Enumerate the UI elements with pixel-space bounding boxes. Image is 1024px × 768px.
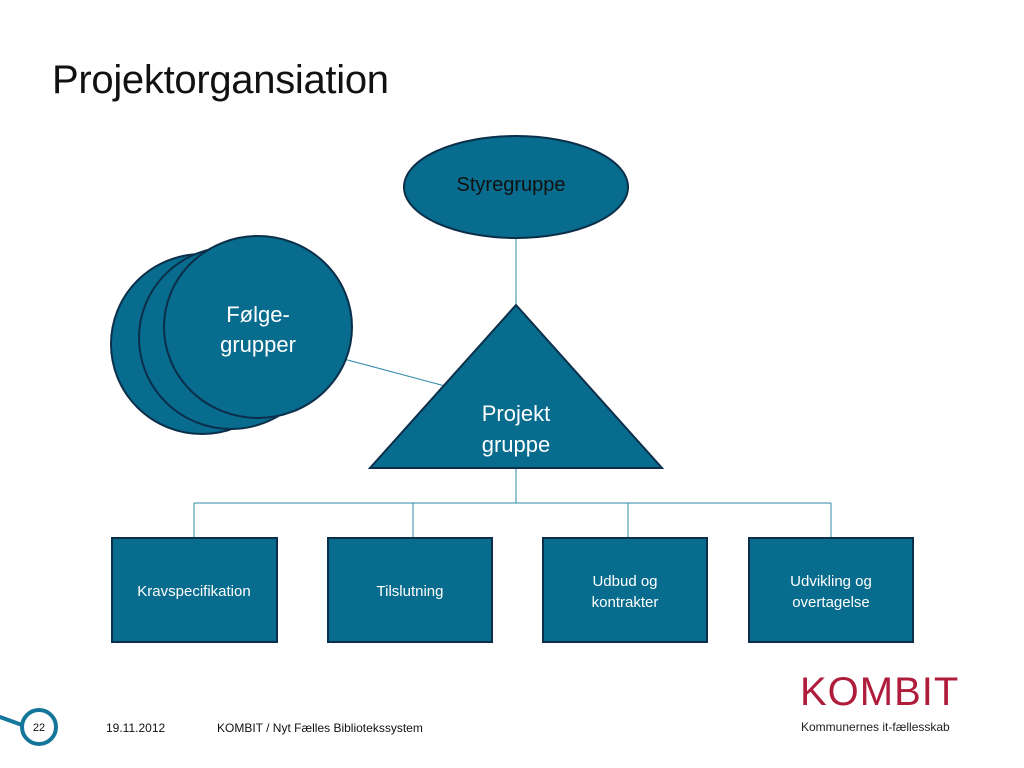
workstream-rect (748, 537, 914, 643)
workstream-label-line1: Tilslutning (377, 583, 444, 600)
follower-groups-label-line1: Følge- (226, 302, 290, 327)
workstream-label-line2: overtagelse (792, 594, 870, 611)
workstream-label-line1: Udvikling og (790, 573, 872, 590)
footer-project-text: KOMBIT / Nyt Fælles Bibliotekssystem (217, 721, 423, 735)
workstream-box-udbud: Udbud og kontrakter (542, 537, 708, 643)
connector-lines (193, 238, 832, 538)
project-group-label-line1: Projekt (482, 401, 550, 426)
kombit-logo: KOMBIT (800, 670, 960, 714)
project-group-node: Projekt gruppe (367, 303, 665, 469)
footer-date: 19.11.2012 (106, 721, 166, 735)
steering-group-node: Styregruppe (403, 135, 629, 239)
follower-group-circle-front (163, 235, 353, 419)
workstream-label-line1: Udbud og (592, 573, 657, 590)
page-badge-circle (20, 708, 58, 746)
follower-groups-label-line2: grupper (220, 332, 296, 357)
workstream-box-tilslutning: Tilslutning (327, 537, 493, 643)
steering-group-ellipse (403, 135, 629, 239)
page-number-badge: 22 (0, 708, 58, 746)
workstream-label-line2: kontrakter (592, 594, 659, 611)
workstream-rect (111, 537, 278, 643)
workstream-box-udvikling: Udvikling og overtagelse (748, 537, 914, 643)
workstream-rect (542, 537, 708, 643)
workstream-rect (327, 537, 493, 643)
slide-title: Projektorgansiation (52, 58, 389, 102)
project-group-label-line2: gruppe (482, 432, 551, 457)
kombit-tagline: Kommunernes it-fællesskab (801, 720, 950, 734)
page-badge-stem (0, 715, 24, 727)
project-group-triangle (367, 303, 665, 469)
follower-groups-node: Følge- grupper (110, 235, 353, 435)
workstream-box-kravspecifikation: Kravspecifikation (111, 537, 278, 643)
connector-followers-project (339, 357, 446, 387)
page-number: 22 (33, 722, 45, 734)
workstream-label-line1: Kravspecifikation (137, 583, 250, 600)
steering-group-label: Styregruppe (457, 174, 566, 196)
